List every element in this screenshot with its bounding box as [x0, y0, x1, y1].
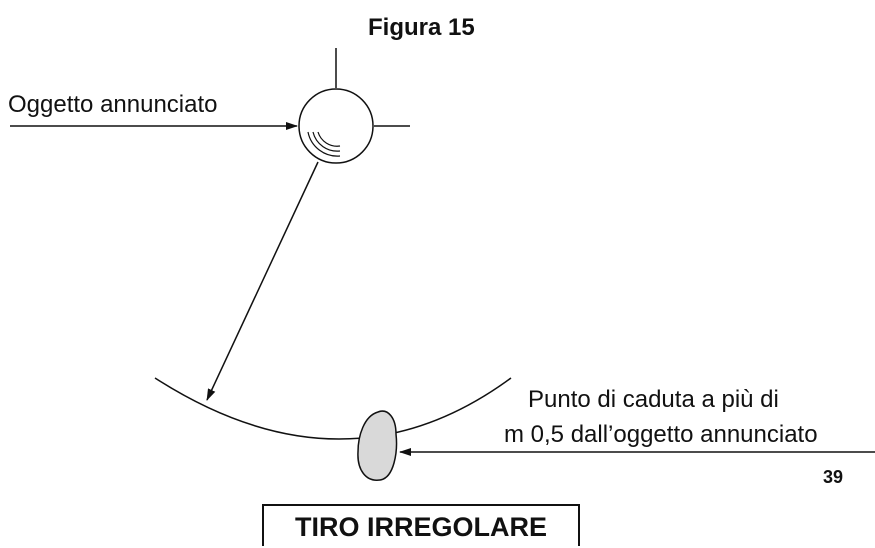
announced-object-label: Oggetto annunciato [8, 91, 218, 118]
impact-point-label-line1: Punto di caduta a più di [528, 386, 779, 413]
object-highlight-arc-2 [312, 131, 341, 152]
page-number: 39 [823, 467, 844, 487]
impact-point-label-line2: m 0,5 dall’oggetto annunciato [504, 421, 818, 448]
object-highlight-arc-3 [317, 131, 341, 147]
figure-title: Figura 15 [368, 14, 475, 41]
verdict-box: TIRO IRREGOLARE [262, 504, 580, 546]
announced-object [298, 48, 410, 164]
impact-spot [357, 410, 398, 481]
ground-arc [154, 377, 512, 440]
object-highlight-arc-1 [307, 131, 341, 157]
trajectory-arrow [206, 161, 319, 401]
announced-object-circle [298, 88, 374, 164]
